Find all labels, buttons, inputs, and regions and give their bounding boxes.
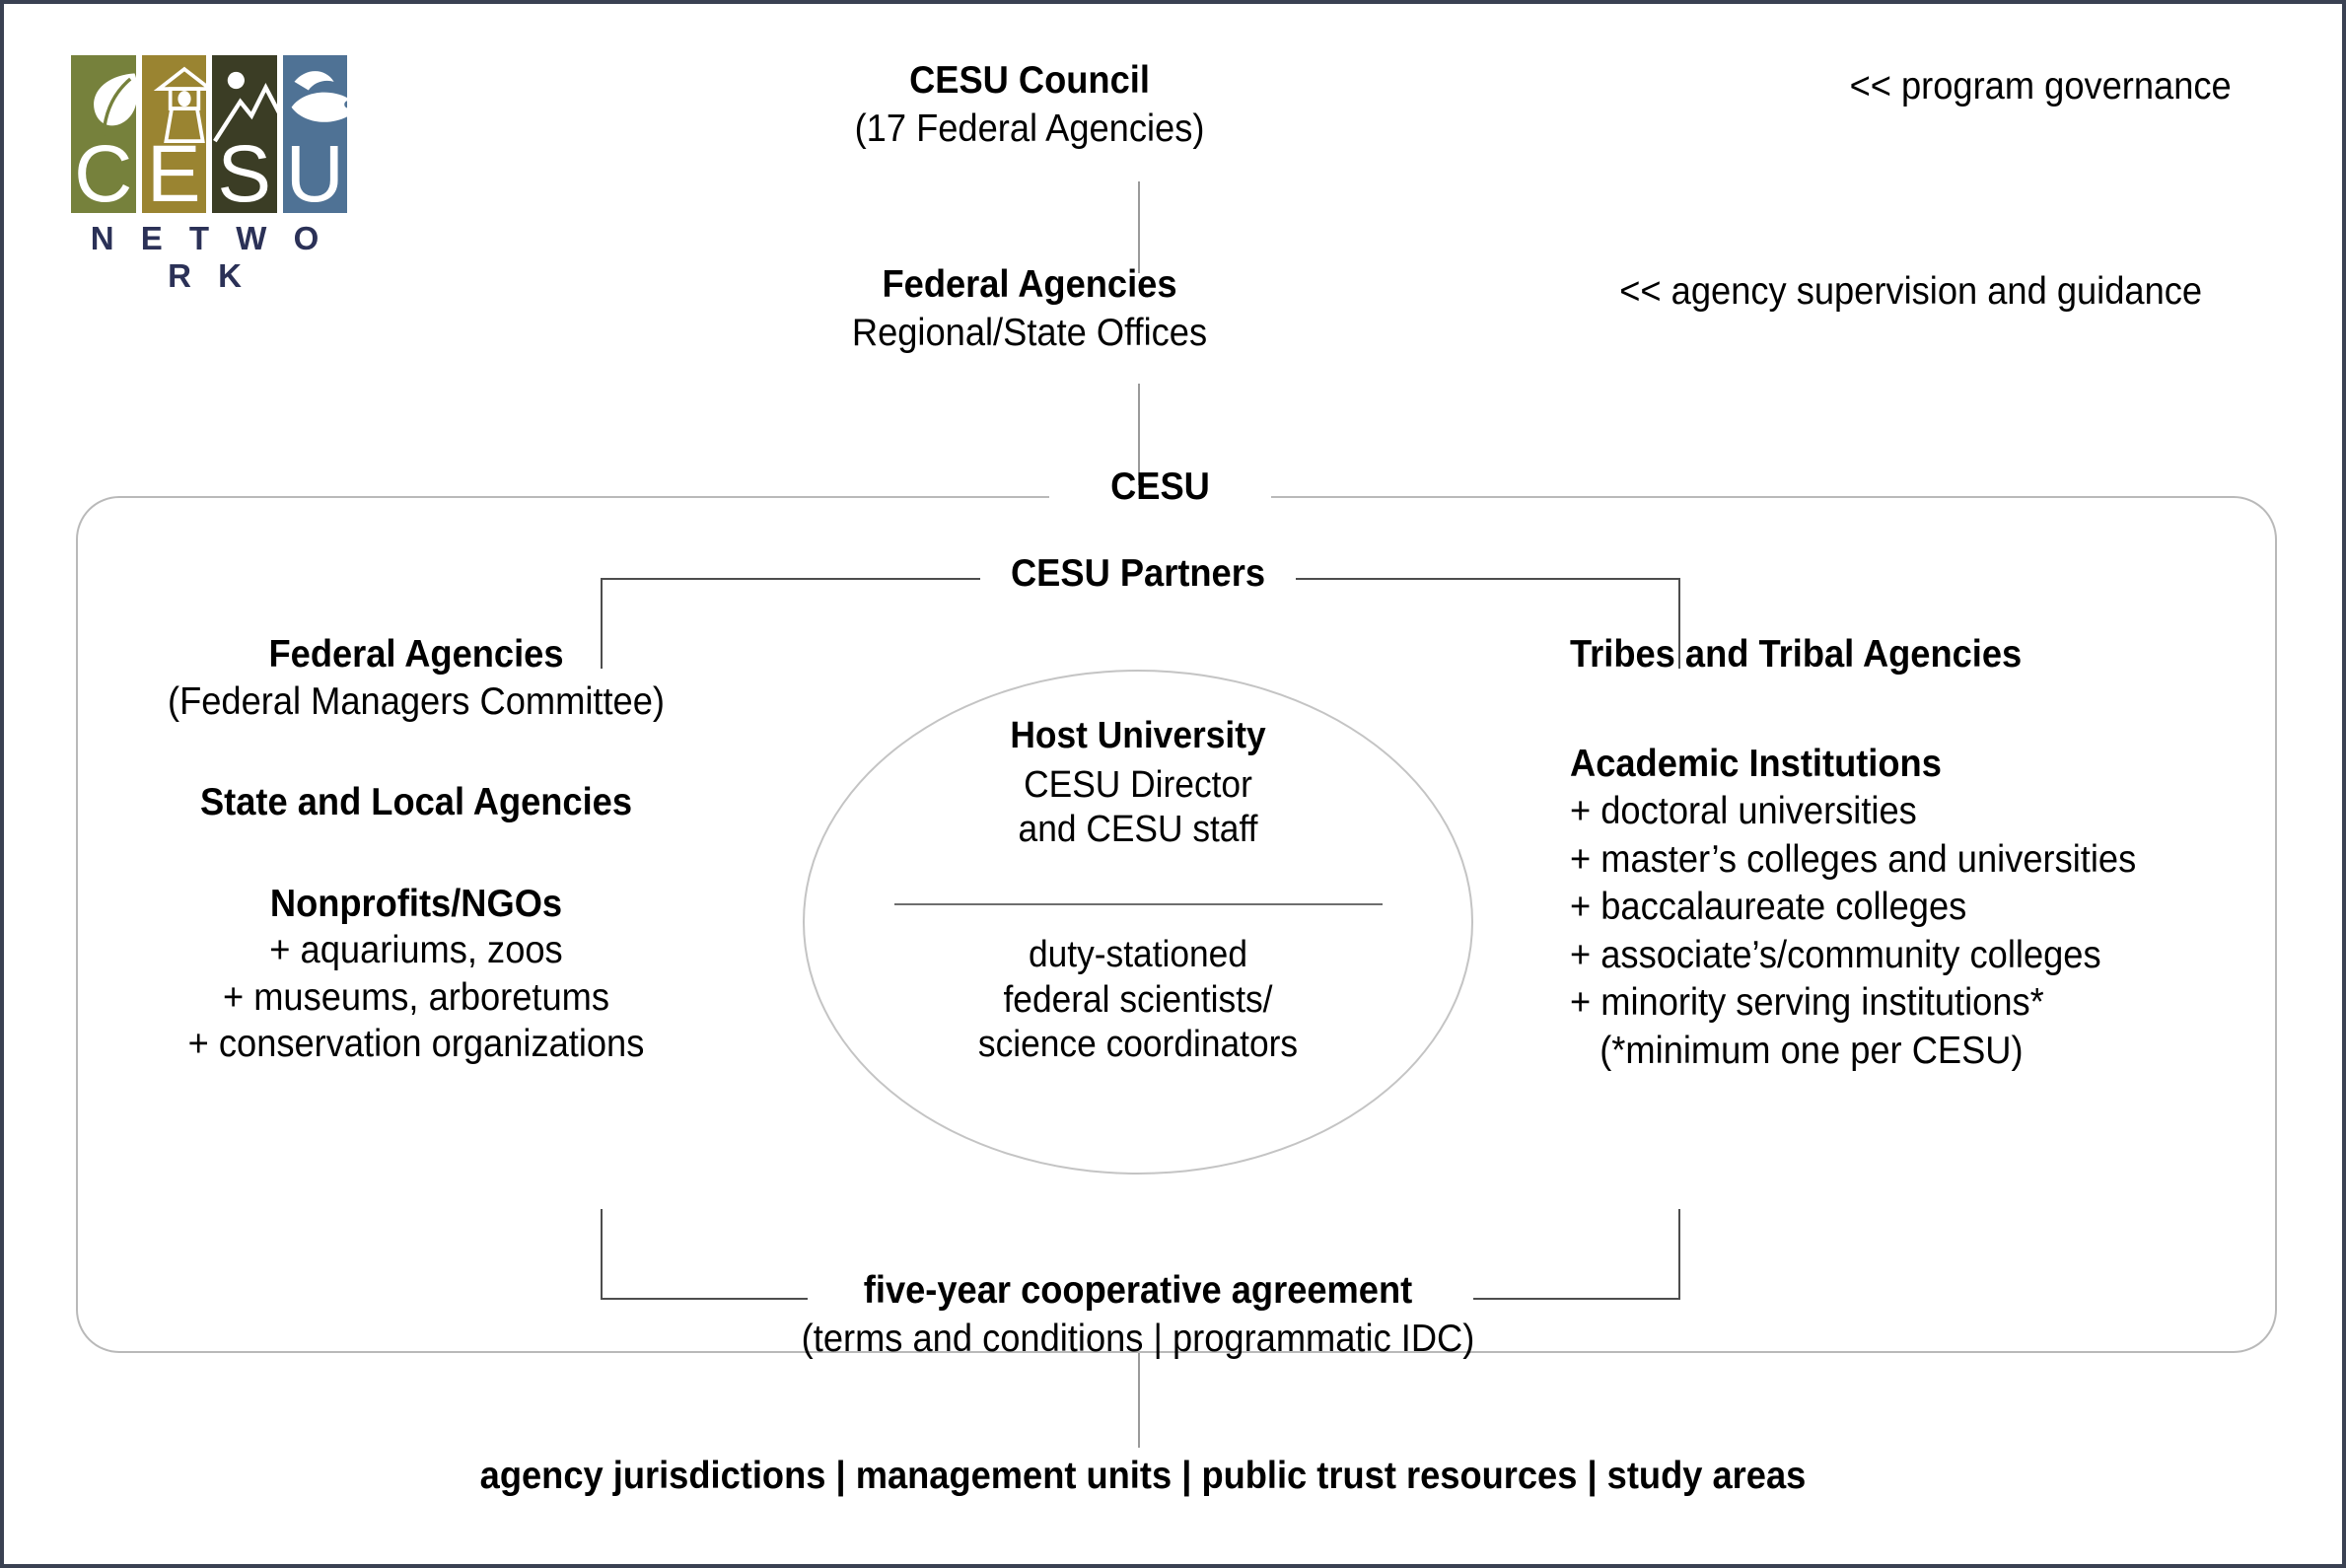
cesu-network-logo: C E S [71,55,347,295]
agency-supervision-note: << agency supervision and guidance [1619,270,2203,313]
mountain-icon [213,71,277,143]
logo-tile-mountain: S [212,55,277,213]
host-university-node: Host University CESU Director and CESU s… [822,714,1454,853]
agreement-bracket-left-stub [601,1209,603,1300]
right-group-academic-title: Academic Institutions [1570,742,1942,785]
host-university-line-1: CESU Director [1024,763,1252,806]
left-group-nonprofits-title: Nonprofits/NGOs [269,882,563,925]
duty-stationed-node: duty-stationed federal scientists/ scien… [822,933,1454,1068]
left-group-nonprofits-item-1: + museums, arboretums [222,975,610,1019]
logo-tiles: C E S [71,55,347,213]
federal-agencies-subtitle: Regional/State Offices [851,311,1208,354]
left-group-nonprofits-item-2: + conservation organizations [187,1023,645,1066]
duty-stationed-line-2: federal scientists/ [1003,978,1273,1021]
partners-bracket-right-arm [1296,578,1680,580]
cesu-council-node: CESU Council (17 Federal Agencies) [773,59,1286,150]
duty-stationed-line-3: science coordinators [977,1024,1299,1066]
partners-bracket-right-stub [1678,578,1680,669]
footer-scope-text: agency jurisdictions | management units … [479,1455,1807,1497]
left-partner-column: Federal Agencies (Federal Managers Commi… [91,633,742,1066]
right-group-academic-item-3: + associate’s/community colleges [1570,933,2101,976]
host-university-line-2: and CESU staff [1018,809,1258,851]
cesu-partners-label: CESU Partners [1010,552,1266,595]
cesu-label: CESU [1110,465,1210,508]
logo-tile-lighthouse: E [141,55,206,213]
leaf-icon [94,73,136,136]
right-group-academic-item-5: (*minimum one per CESU) [1570,1029,2024,1072]
duty-stationed-line-1: duty-stationed [1028,934,1248,975]
logo-letter-e: E [146,128,201,213]
logo-letter-u: U [285,128,344,213]
logo-tile-leaf: C [71,55,136,213]
logo-tile-fish: U [282,55,347,213]
partners-bracket-left-stub [601,578,603,669]
agreement-bracket-right-arm [1473,1298,1680,1300]
host-university-divider [894,903,1383,905]
left-group-federal-agencies-subtitle: (Federal Managers Committee) [168,679,665,723]
right-group-tribes-title: Tribes and Tribal Agencies [1570,633,2023,676]
cesu-council-subtitle: (17 Federal Agencies) [854,107,1205,150]
cooperative-agreement-node: five-year cooperative agreement (terms a… [694,1269,1582,1360]
logo-wordmark: N E T W O R K [90,220,328,294]
program-governance-note: << program governance [1849,65,2232,107]
agreement-bracket-left-arm [601,1298,808,1300]
cooperative-agreement-title: five-year cooperative agreement [863,1269,1413,1312]
host-university-title: Host University [1010,715,1266,756]
cesu-council-title: CESU Council [909,59,1150,102]
connector-council-to-federal [1138,181,1140,273]
right-group-academic-item-0: + doctoral universities [1570,790,1917,833]
right-group-academic-item-1: + master’s colleges and universities [1570,837,2137,881]
federal-agencies-title: Federal Agencies [882,263,1177,306]
right-group-academic-item-2: + baccalaureate colleges [1570,886,1967,929]
left-group-state-local-title: State and Local Agencies [199,781,633,824]
partners-bracket-left-arm [601,578,980,580]
federal-agencies-node: Federal Agencies Regional/State Offices [773,263,1286,354]
left-group-nonprofits-item-0: + aquariums, zoos [269,929,563,972]
logo-letter-s: S [217,128,272,213]
cooperative-agreement-subtitle: (terms and conditions | programmatic IDC… [801,1317,1475,1360]
host-university-ellipse [803,670,1473,1175]
right-partner-column: Tribes and Tribal Agencies Academic Inst… [1570,633,2319,1072]
lighthouse-icon [153,66,206,143]
left-group-federal-agencies-title: Federal Agencies [268,633,564,676]
connector-federal-to-cesu [1138,384,1140,495]
logo-letter-c: C [74,128,133,213]
cesu-label-border-gap [1049,485,1271,509]
fish-icon [291,71,347,122]
connector-cesu-to-footer [1138,1353,1140,1448]
agreement-bracket-right-stub [1678,1209,1680,1300]
right-group-academic-item-4: + minority serving institutions* [1570,981,2044,1025]
